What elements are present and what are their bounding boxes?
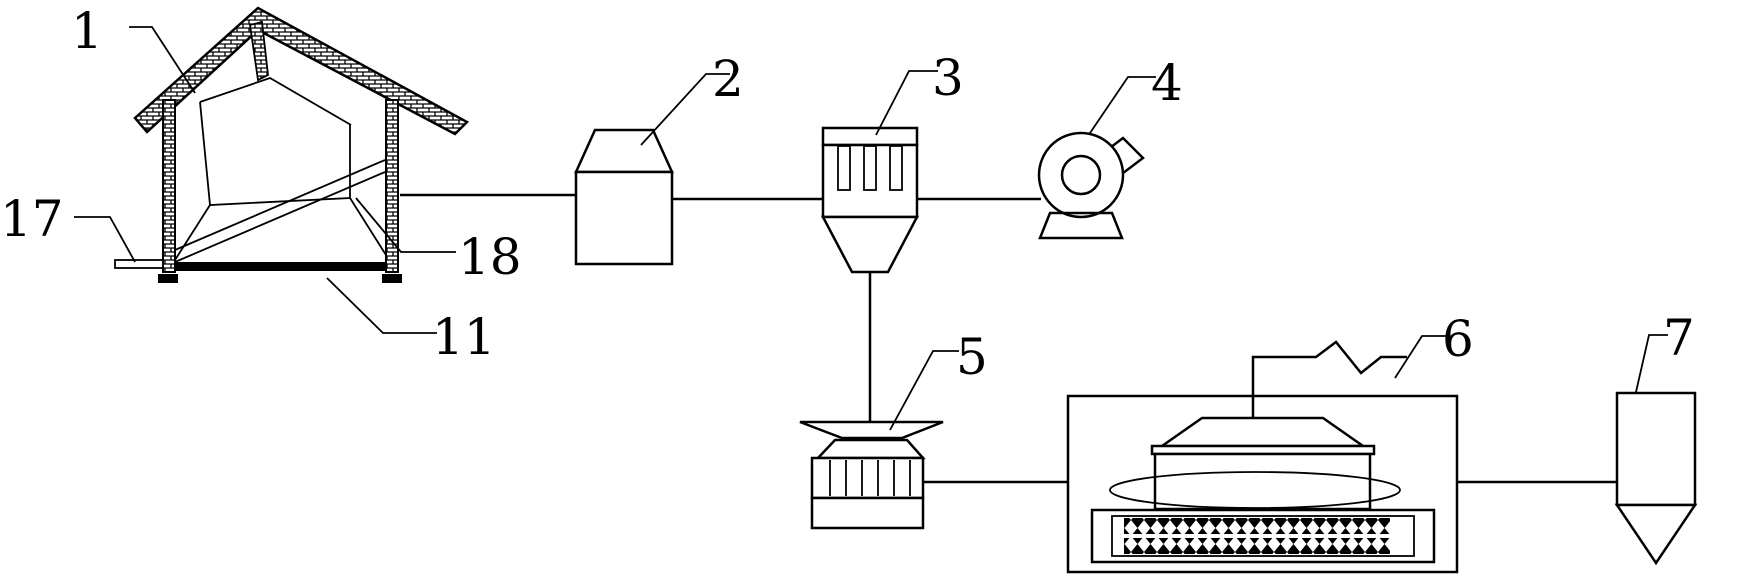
cyclone-separator [820, 126, 920, 274]
label-1: 1 [71, 2, 103, 60]
label-5: 5 [956, 328, 988, 386]
storage-silo [1614, 391, 1698, 566]
label-7: 7 [1663, 309, 1695, 367]
label-6: 6 [1442, 310, 1474, 368]
label-2: 2 [712, 50, 744, 108]
part-labels: 1 2 3 4 5 6 7 17 18 11 [0, 2, 1695, 386]
blower-fan [1037, 131, 1145, 240]
label-4: 4 [1151, 54, 1183, 112]
leader-lines [74, 26, 1668, 431]
label-3: 3 [932, 49, 964, 107]
drying-house [114, 6, 470, 283]
pretreatment-tank [574, 128, 674, 266]
heating-chamber [1066, 340, 1459, 574]
label-17: 17 [0, 190, 64, 248]
label-18: 18 [458, 228, 522, 286]
label-11: 11 [432, 308, 496, 366]
connection-lines [400, 193, 1617, 484]
grinding-mill [799, 420, 944, 530]
